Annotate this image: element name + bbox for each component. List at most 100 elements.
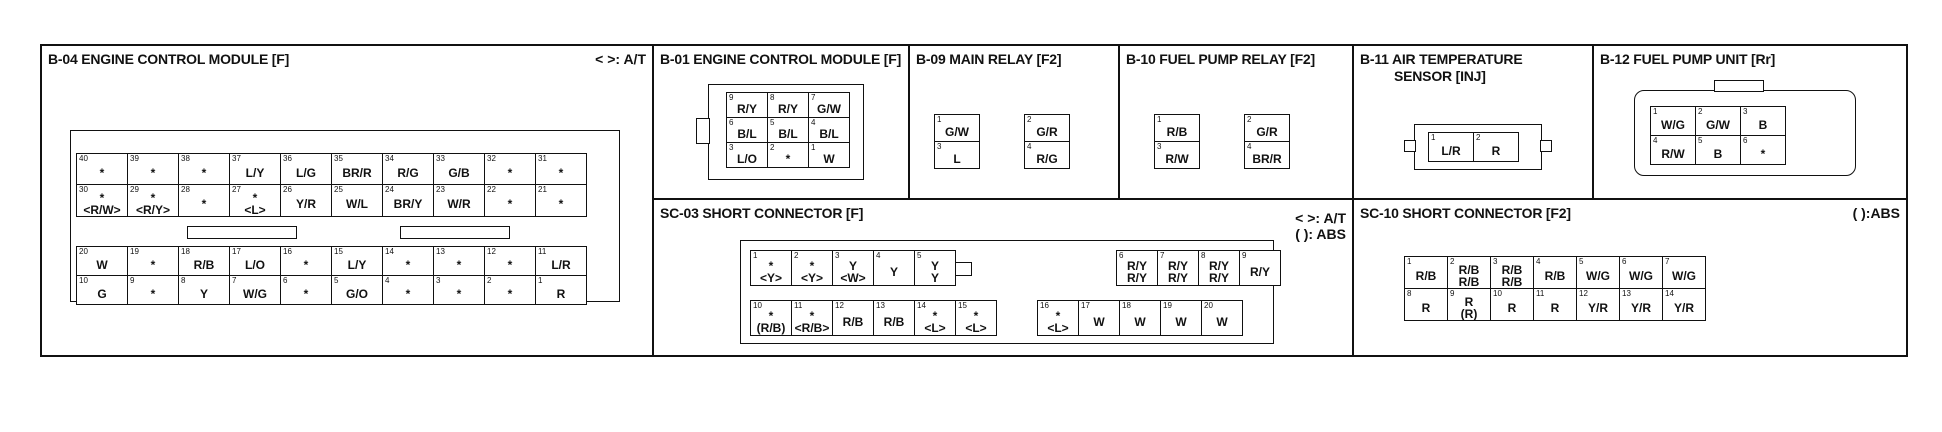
panel-b04: B-04 ENGINE CONTROL MODULE [F] < >: A/T … bbox=[42, 46, 654, 355]
pin-number: 12 bbox=[1579, 289, 1588, 298]
wire-color-label: L/R bbox=[1441, 143, 1461, 158]
pin-number: 40 bbox=[79, 154, 88, 163]
pin-number: 5 bbox=[917, 251, 922, 260]
pin-number: 3 bbox=[1743, 107, 1748, 116]
pin-number: 18 bbox=[181, 247, 190, 256]
pin-number: 11 bbox=[1536, 289, 1545, 298]
wire-color-label: W/G bbox=[1672, 269, 1696, 283]
wire-color-label: Y/R bbox=[295, 197, 316, 211]
pin-number: 5 bbox=[334, 276, 339, 285]
wire-color-label: R bbox=[1507, 301, 1517, 315]
pin-number: 17 bbox=[1081, 301, 1090, 310]
wire-color-label: W bbox=[1216, 314, 1228, 329]
pin-11: 11* <R/B> bbox=[791, 300, 833, 336]
pin-number: 4 bbox=[1536, 257, 1541, 266]
pin-number: 8 bbox=[1407, 289, 1412, 298]
pin-number: 9 bbox=[130, 276, 135, 285]
wire-color-label: R/Y R/Y bbox=[1126, 258, 1147, 285]
wire-color-label: W bbox=[1093, 314, 1105, 329]
wire-color-label: BR/Y bbox=[393, 197, 423, 211]
pin-number: 10 bbox=[79, 276, 88, 285]
sc10-title: SC-10 SHORT CONNECTOR [F2] bbox=[1360, 205, 1571, 221]
pin-number: 31 bbox=[538, 154, 547, 163]
pin-number: 4 bbox=[811, 118, 816, 127]
b11-title-1: B-11 AIR TEMPERATURE bbox=[1360, 51, 1523, 67]
empty-cavity bbox=[980, 142, 1025, 169]
wire-color-label: R/Y R/Y bbox=[1208, 258, 1229, 285]
pin-number: 16 bbox=[1040, 301, 1049, 310]
wire-color-label: L/R bbox=[551, 257, 571, 272]
pin-3: 3* bbox=[433, 275, 485, 305]
pin-number: 27 bbox=[232, 185, 241, 194]
pin-12: 12* bbox=[484, 246, 536, 276]
pin-number: 25 bbox=[334, 185, 343, 194]
pin-number: 37 bbox=[232, 154, 241, 163]
b01-latch bbox=[696, 118, 710, 144]
pin-16: 16* <L> bbox=[1037, 300, 1079, 336]
wire-color-label: * bbox=[99, 165, 105, 180]
wire-color-label: W bbox=[1175, 314, 1187, 329]
pin-number: 2 bbox=[1247, 115, 1252, 124]
b04-note: < >: A/T bbox=[595, 51, 646, 67]
wire-color-label: * bbox=[303, 286, 309, 301]
wire-color-label: Y/R bbox=[1630, 301, 1651, 315]
pin-number: 15 bbox=[334, 247, 343, 256]
wire-color-label: R/B R/B bbox=[1458, 263, 1480, 289]
pin-number: 13 bbox=[1622, 289, 1631, 298]
pin-number: 9 bbox=[1450, 289, 1455, 298]
pin-number: 6 bbox=[283, 276, 288, 285]
pin-21: 21* bbox=[535, 184, 587, 217]
pin-number: 11 bbox=[538, 247, 547, 256]
b01-title: B-01 ENGINE CONTROL MODULE [F] bbox=[660, 51, 902, 67]
wire-color-label: R/Y bbox=[1249, 264, 1270, 279]
wire-color-label: L/O bbox=[737, 151, 757, 166]
pin-number: 39 bbox=[130, 154, 139, 163]
wire-color-label: B bbox=[1713, 146, 1723, 161]
wire-color-label: R/B bbox=[193, 257, 215, 272]
wire-color-label: Y/R bbox=[1587, 301, 1608, 315]
pin-38: 38* bbox=[178, 153, 230, 185]
wire-color-label: * bbox=[303, 257, 309, 272]
pin-number: 2 bbox=[1450, 257, 1455, 266]
b11-tab-right bbox=[1540, 140, 1552, 152]
wire-color-label: * <L> bbox=[1047, 308, 1069, 335]
wire-color-label: B/L bbox=[737, 126, 757, 141]
pin-number: 1 bbox=[1157, 115, 1162, 124]
pin-number: 32 bbox=[487, 154, 496, 163]
pin-1: 1* <Y> bbox=[750, 250, 792, 286]
pin-number: 8 bbox=[181, 276, 186, 285]
pin-number: 1 bbox=[1653, 107, 1658, 116]
pin-number: 7 bbox=[1665, 257, 1670, 266]
empty-cavity bbox=[980, 115, 1025, 142]
wire-color-label: Y <W> bbox=[840, 258, 866, 285]
pin-31: 31* bbox=[535, 153, 587, 185]
pin-number: 2 bbox=[1027, 115, 1032, 124]
pin-14: 14* <L> bbox=[914, 300, 956, 336]
sc03-title: SC-03 SHORT CONNECTOR [F] bbox=[660, 205, 864, 221]
wire-color-label: R bbox=[556, 286, 566, 301]
wire-color-label: R (R) bbox=[1460, 295, 1478, 321]
